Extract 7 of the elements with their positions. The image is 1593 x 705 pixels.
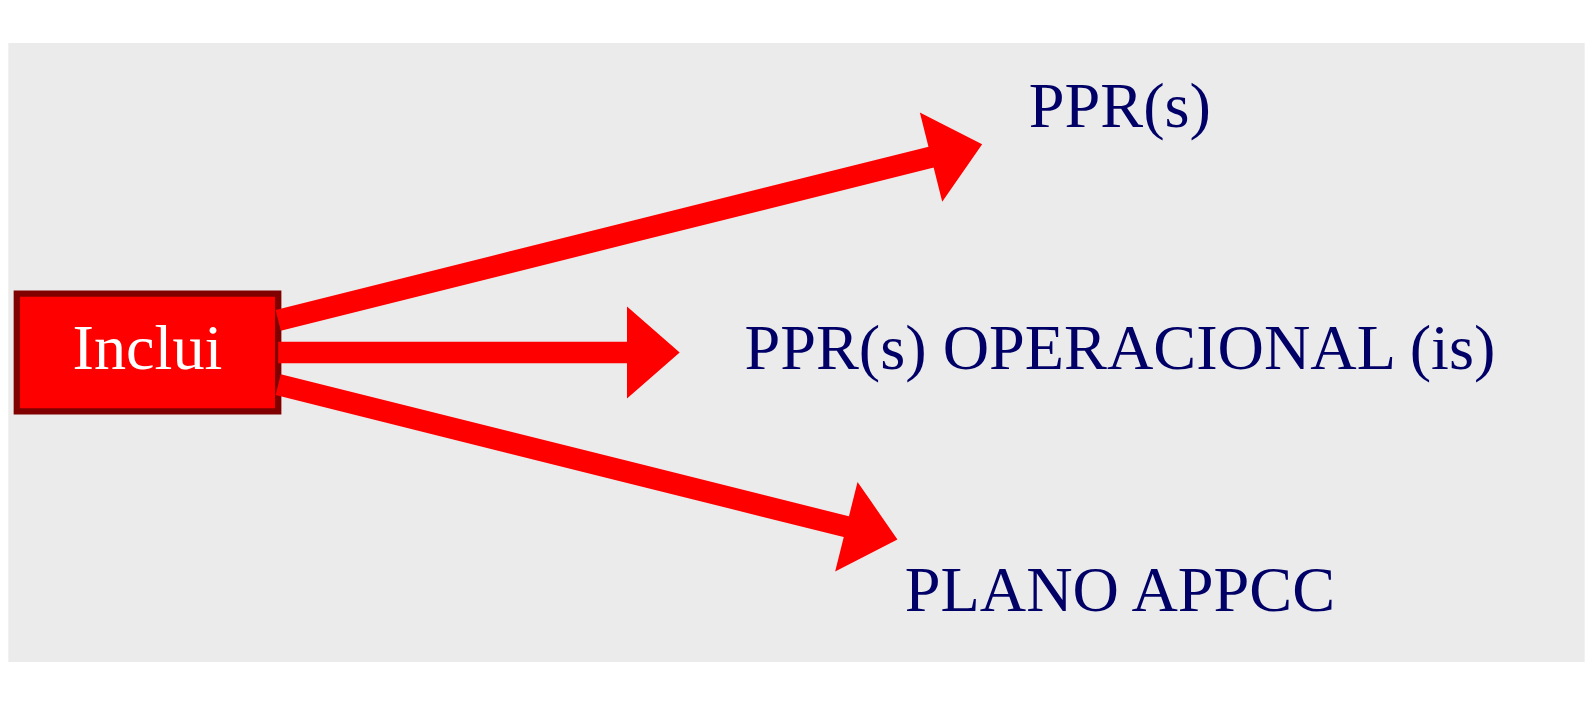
node-box: Inclui: [13, 290, 282, 415]
node-text: PPR(s): [1028, 69, 1211, 141]
node-text: PPR(s) OPERACIONAL (is): [744, 311, 1496, 383]
arrow: [275, 112, 983, 331]
node-text: PLANO APPCC: [904, 553, 1336, 625]
arrow: [275, 374, 898, 572]
arrow: [278, 306, 680, 399]
